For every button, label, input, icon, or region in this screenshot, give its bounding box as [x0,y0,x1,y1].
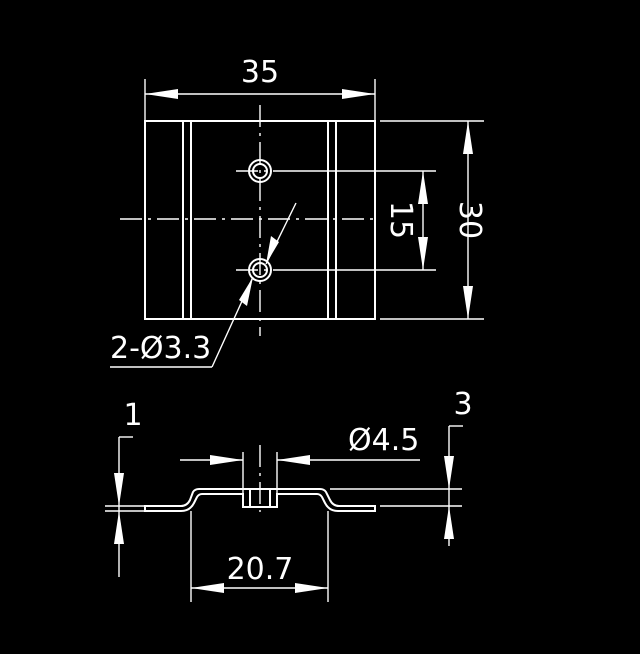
dimension-overall-height-label: 30 [452,201,487,239]
dimension-offset-left-label: 1 [123,398,142,433]
dimension-offset-right-label: 3 [453,387,472,422]
dimension-flat-width-label: 20.7 [227,552,294,587]
dimension-overall-width-label: 35 [241,55,279,90]
hole-callout-label: 2-Ø3.3 [110,331,211,366]
profile-outer [144,488,376,512]
hole-top [248,159,272,183]
dimension-offset-right: 3 [330,387,473,546]
dimension-overall-height: 30 [380,120,487,320]
hole-callout: 2-Ø3.3 [110,202,297,368]
dimension-counterbore: Ø4.5 [180,423,420,494]
dimension-hole-spacing: 15 [290,170,436,271]
hole-bottom [248,258,272,282]
dimension-flat-width: 20.7 [190,511,329,602]
dimension-overall-width: 35 [144,55,376,121]
dimension-offset-left: 1 [105,398,145,577]
dimension-counterbore-label: Ø4.5 [348,423,419,458]
dimension-hole-spacing-label: 15 [383,201,418,239]
top-view: 35 30 15 2-Ø3.3 [110,55,487,368]
side-view: Ø4.5 1 3 20.7 [105,387,473,602]
